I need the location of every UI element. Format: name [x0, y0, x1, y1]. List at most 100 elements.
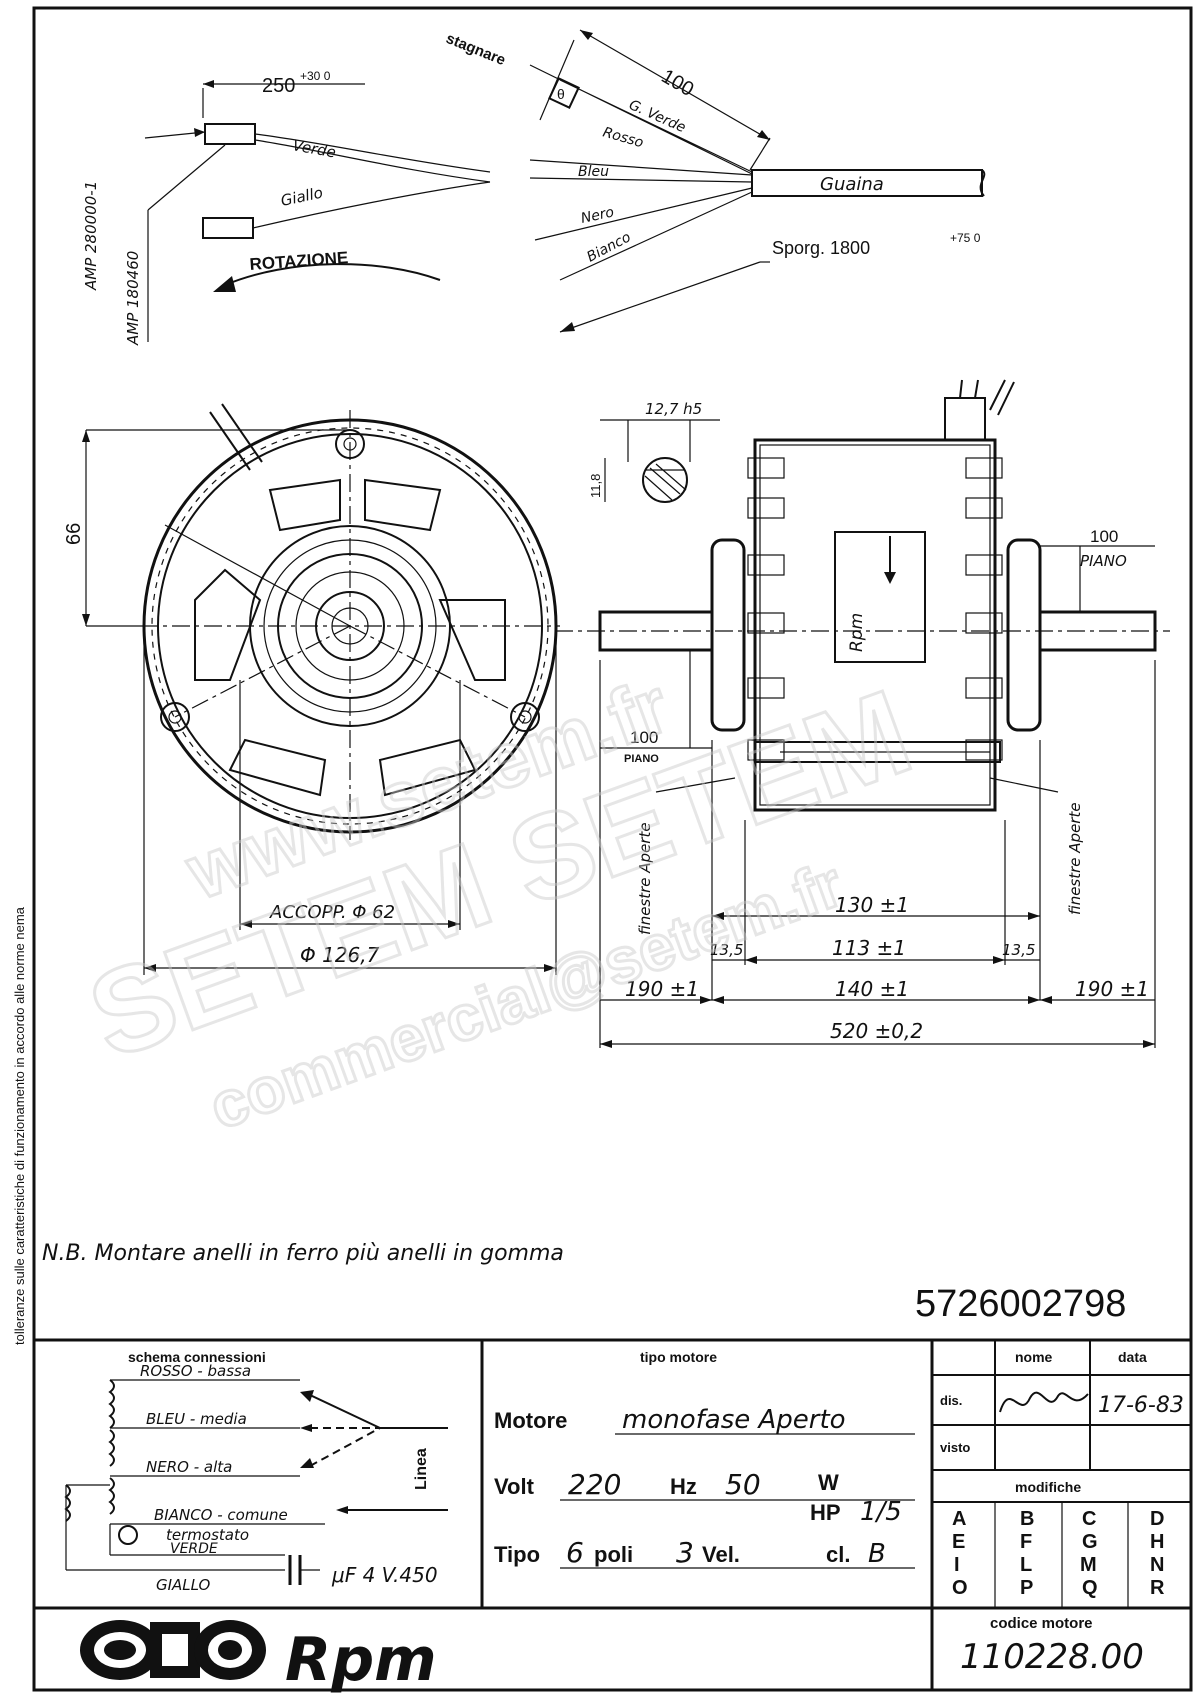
revision-letter-r: R: [1150, 1577, 1165, 1599]
wire-label-bleu: Bleu: [578, 164, 609, 180]
revision-letter-d: D: [1150, 1508, 1164, 1530]
wire-label-rosso: Rosso: [601, 124, 645, 151]
theta-symbol: θ: [557, 86, 565, 102]
dim-13-5-right: 13,5: [1002, 941, 1035, 959]
schema-title: schema connessioni: [128, 1349, 266, 1365]
cable-right-detail: stagnare θ 100 G. Verde Rosso Bleu Nero …: [444, 29, 986, 333]
tipo-title: tipo motore: [640, 1349, 717, 1365]
dim-250-tol: +30 0: [300, 69, 331, 83]
revision-letter-f: F: [1020, 1531, 1032, 1553]
hz-label: Hz: [670, 1474, 697, 1499]
dim-piano-right-value: 100: [1090, 527, 1118, 546]
body-brand: Rpm: [847, 613, 867, 652]
dim-100-wire: 100: [658, 65, 698, 101]
dim-piano-left-label: PIANO: [624, 753, 659, 765]
poli-value: 6: [566, 1536, 584, 1569]
dim-66: 66: [63, 523, 85, 545]
finestre-left: finestre Aperte: [636, 822, 654, 935]
revision-letter-q: Q: [1082, 1577, 1098, 1599]
dim-13-5-left: 13,5: [710, 941, 743, 959]
wire-label-bianco: Bianco: [584, 229, 633, 265]
tipo-label: Tipo: [494, 1542, 540, 1567]
wire-label-nero: Nero: [580, 204, 616, 227]
dim-250: 250: [262, 75, 295, 97]
codice-label: codice motore: [990, 1615, 1093, 1632]
volt-label: Volt: [494, 1474, 535, 1499]
dim-accopp: ACCOPP. Φ 62: [269, 902, 395, 923]
hp-label: HP: [810, 1500, 841, 1525]
sporg-tol: +75 0: [950, 231, 981, 245]
drawing-number: 5726002798: [915, 1283, 1126, 1325]
company-logo: Rpm: [80, 1620, 437, 1695]
rotation-label: ROTAZIONE: [249, 248, 349, 274]
vel-value: 3: [676, 1536, 694, 1569]
w-label: W: [818, 1470, 839, 1495]
revision-letter-c: C: [1082, 1508, 1096, 1530]
capacitor-label: μF 4 V.450: [331, 1563, 438, 1587]
hz-value: 50: [725, 1468, 761, 1501]
hp-value: 1/5: [860, 1497, 902, 1527]
wire-rosso: ROSSO - bassa: [140, 1362, 251, 1380]
revision-letter-l: L: [1020, 1554, 1032, 1576]
wire-label-giallo: Giallo: [279, 183, 324, 209]
logo-text: Rpm: [285, 1625, 437, 1695]
connector-amp-180460: AMP 180460: [124, 251, 142, 346]
sheath-label: Guaina: [820, 174, 884, 195]
revision-letter-m: M: [1080, 1554, 1097, 1576]
revision-letter-o: O: [952, 1577, 968, 1599]
header-data: data: [1118, 1349, 1147, 1365]
revision-letter-h: H: [1150, 1531, 1164, 1553]
label-dis: dis.: [940, 1393, 962, 1408]
wire-giallo: GIALLO: [156, 1576, 211, 1594]
dim-diameter: Φ 126,7: [300, 943, 380, 967]
cl-value: B: [868, 1539, 886, 1569]
revision-letter-e: E: [952, 1531, 965, 1553]
dim-520: 520 ±0,2: [830, 1019, 923, 1043]
line-label: Linea: [413, 1448, 430, 1490]
side-note: tolleranze sulle caratteristiche di funz…: [12, 906, 27, 1345]
revision-letter-a: A: [952, 1508, 966, 1530]
motor-side-view: 12,7 h5 11,8 Rpm: [555, 379, 1170, 1048]
wire-termostato: termostato: [166, 1526, 249, 1544]
dim-113: 113 ±1: [832, 936, 906, 960]
shaft-flat: 11,8: [588, 474, 603, 498]
revision-letter-n: N: [1150, 1554, 1164, 1576]
poli-label: poli: [594, 1542, 633, 1567]
revision-letter-p: P: [1020, 1577, 1033, 1599]
dim-190-right: 190 ±1: [1075, 977, 1149, 1001]
vel-label: Vel.: [702, 1542, 740, 1567]
revision-letter-i: I: [954, 1554, 960, 1576]
motor-front-view: 66 ACCOPP. Φ 62 Φ 126,7: [63, 403, 560, 975]
wire-bianco: BIANCO - comune: [154, 1506, 288, 1524]
wire-label-verde: Verde: [291, 136, 337, 161]
motore-value: monofase Aperto: [622, 1405, 846, 1435]
date-value: 17-6-83: [1098, 1393, 1184, 1418]
fins: [747, 457, 1003, 761]
connector-top: [204, 123, 256, 145]
codice-value: 110228.00: [960, 1637, 1144, 1677]
revision-letter-b: B: [1020, 1508, 1034, 1530]
finestre-right: finestre Aperte: [1066, 802, 1084, 915]
wire-nero: NERO - alta: [146, 1458, 232, 1476]
shaft-diameter: 12,7 h5: [645, 400, 702, 418]
cl-label: cl.: [826, 1542, 850, 1567]
connector-bottom: [202, 217, 254, 239]
header-nome: nome: [1015, 1349, 1053, 1365]
dim-130: 130 ±1: [835, 893, 909, 917]
dim-piano-right-label: PIANO: [1080, 552, 1127, 570]
dim-piano-left-value: 100: [630, 728, 658, 747]
cable-left-detail: 250 +30 0 Verde Giallo AMP 280000-1 AMP …: [82, 69, 491, 346]
title-block: nome data dis. 17-6-83 visto modifiche A…: [932, 1340, 1191, 1677]
revision-letter-g: G: [1082, 1531, 1098, 1553]
rotation-arrow: [224, 263, 441, 286]
wire-bleu: BLEU - media: [146, 1410, 247, 1428]
sporg-label: Sporg. 1800: [772, 238, 870, 258]
dim-140: 140 ±1: [835, 977, 909, 1001]
dim-190-left: 190 ±1: [625, 977, 699, 1001]
connector-amp-280000: AMP 280000-1: [82, 181, 100, 291]
motor-type-block: tipo motore Motore monofase Aperto Volt …: [494, 1349, 915, 1569]
label-visto: visto: [940, 1440, 970, 1455]
watermark: www.setem.fr SETEM SETEM commercial@sete…: [72, 659, 929, 1144]
wiring-schema: schema connessioni μF 4 V.450 Linea R: [64, 1349, 448, 1594]
